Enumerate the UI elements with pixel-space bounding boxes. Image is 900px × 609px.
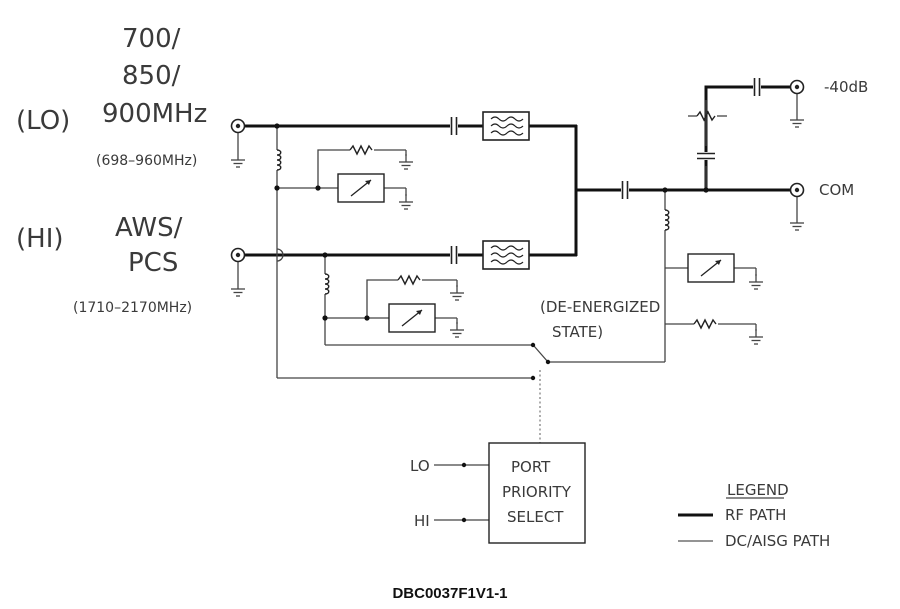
com-attenuator-icon [687, 253, 735, 283]
coupled-port-connector-icon [789, 79, 805, 95]
switch-state-line-1: (DE-ENERGIZED [540, 298, 660, 316]
lo-filter-icon [482, 111, 530, 141]
hi-filter-icon [482, 240, 530, 270]
com-inductor-icon [664, 209, 670, 231]
com-port-connector-icon [789, 182, 805, 198]
lo-attenuator-icon [337, 173, 385, 203]
coupled-port-label: -40dB [824, 78, 868, 96]
com-capacitor-icon [620, 180, 630, 200]
hi-resistor-icon [397, 274, 421, 286]
resistor-symbols [349, 110, 717, 330]
coupler-capacitor-icon [752, 77, 762, 97]
dc-paths [237, 94, 798, 521]
hi-inductor-icon [324, 273, 330, 295]
hi-port-connector-icon [230, 247, 246, 263]
selector-line-1: PORT [511, 458, 551, 476]
hi-capacitor-icon [449, 245, 459, 265]
lo-band-line-1: 700/ [122, 24, 181, 54]
hi-attenuator-icon [388, 303, 436, 333]
lo-band-line-3: 900MHz [102, 99, 207, 129]
hi-band-line-2: PCS [128, 248, 178, 278]
lo-band-line-2: 850/ [122, 61, 181, 91]
selector-lo-input-label: LO [410, 457, 430, 475]
port-priority-select-box [488, 442, 586, 544]
com-port-label: COM [819, 181, 854, 199]
lo-resistor-icon [349, 144, 373, 156]
coupler-resistor-icon [696, 110, 716, 122]
junction-dots [274, 123, 709, 523]
ground-symbols [230, 111, 805, 345]
legend-title: LEGEND [727, 481, 789, 499]
hi-frequency-range: (1710–2170MHz) [73, 300, 192, 316]
com-resistor-icon [693, 318, 717, 330]
figure-caption: DBC0037F1V1-1 [392, 585, 507, 602]
lo-port-connector-icon [230, 118, 246, 134]
switch-state-line-2: STATE) [552, 323, 603, 341]
selector-hi-input-label: HI [414, 512, 430, 530]
legend-rf-label: RF PATH [725, 506, 786, 524]
hi-port-label: (HI) [16, 224, 64, 254]
selector-line-3: SELECT [507, 508, 564, 526]
lo-port-label: (LO) [16, 106, 70, 136]
legend-dc-label: DC/AISG PATH [725, 532, 830, 550]
lo-frequency-range: (698–960MHz) [96, 153, 197, 169]
lo-inductor-icon [276, 149, 282, 171]
coupler-shunt-capacitor-icon [696, 151, 716, 161]
lo-capacitor-icon [449, 116, 459, 136]
selector-line-2: PRIORITY [502, 483, 572, 501]
hi-band-line-1: AWS/ [115, 213, 183, 243]
